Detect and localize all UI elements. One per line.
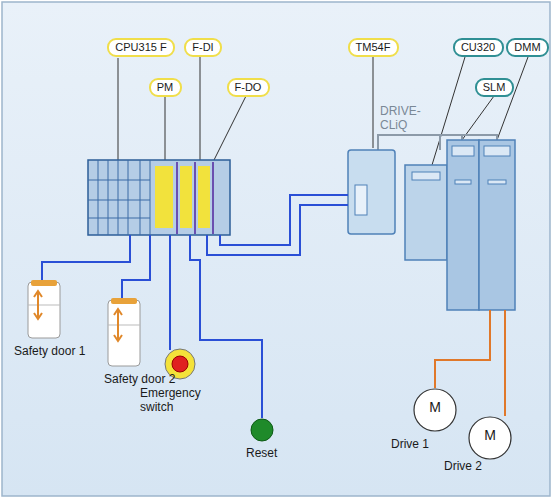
device-label: Safety door 1 [14, 344, 104, 358]
pm-callout: PM [149, 78, 182, 97]
device-label: Safety door 2 [104, 372, 194, 386]
motor-letter: M [468, 429, 512, 442]
device-label: Reset [246, 446, 306, 460]
callout-label: CU320 [461, 41, 495, 54]
callout-label: CPU315 F [115, 41, 166, 54]
callout-label: SLM [483, 81, 506, 94]
fdo-callout: F-DO [227, 78, 270, 97]
motor-letter: M [413, 401, 457, 414]
callout-label: TM54F [356, 41, 391, 54]
cpu-callout: CPU315 F [107, 38, 175, 57]
drive-label: Drive 1 [391, 438, 429, 451]
fdi-callout: F-DI [184, 38, 222, 57]
callout-label: DMM [514, 41, 540, 54]
callout-label: F-DI [192, 41, 213, 54]
motor-symbol: MDrive 1 [413, 388, 457, 432]
motor-symbol: MDrive 2 [468, 416, 512, 460]
bus-label: DRIVE-CLiQ [380, 104, 430, 132]
callout-label: F-DO [235, 81, 262, 94]
drive-label: Drive 2 [444, 460, 482, 473]
callout-label: PM [157, 81, 174, 94]
device-label: Emergency switch [140, 386, 212, 414]
dmm-callout: DMM [506, 38, 549, 57]
cu320-callout: CU320 [453, 38, 504, 57]
tm54f-callout: TM54F [348, 38, 399, 57]
slm-callout: SLM [475, 78, 514, 97]
